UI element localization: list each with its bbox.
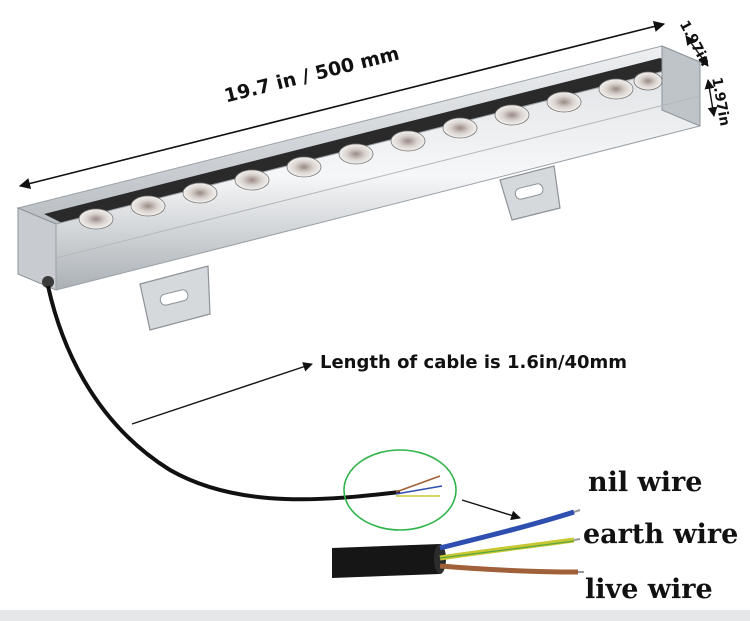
mounting-bracket-icon: [499, 165, 561, 221]
wire-highlight-circle: [343, 449, 457, 531]
earth-wire-label: earth wire: [583, 519, 739, 550]
height-dimension-line: [704, 79, 718, 117]
length-dimension-line: [18, 21, 666, 189]
led-bead-icon: [633, 71, 663, 91]
width-dimension-line: [685, 35, 709, 67]
nil-wire-label: nil wire: [588, 467, 703, 498]
led-bead-icon: [338, 143, 374, 165]
power-cable: [46, 285, 401, 502]
cable-length-pointer: [131, 362, 313, 425]
cable-gland: [42, 276, 54, 288]
live-wire-label: live wire: [585, 574, 713, 605]
led-bead-icon: [494, 104, 530, 126]
led-bead-icon: [546, 91, 582, 113]
led-light-bar: [16, 45, 702, 291]
led-bead-icon: [234, 169, 270, 191]
led-bead-icon: [78, 208, 114, 230]
led-beads: [78, 71, 663, 230]
led-bead-icon: [130, 195, 166, 217]
floor-reflection: [0, 610, 750, 621]
zoom-pointer: [461, 499, 521, 521]
mounting-bracket-icon: [139, 265, 211, 331]
led-bead-icon: [286, 156, 322, 178]
led-bead-icon: [390, 130, 426, 152]
led-bead-icon: [182, 182, 218, 204]
cable-length-label: Length of cable is 1.6in/40mm: [320, 352, 628, 373]
enlarged-cable: [332, 509, 584, 578]
led-bead-icon: [442, 117, 478, 139]
led-bead-icon: [598, 78, 634, 100]
